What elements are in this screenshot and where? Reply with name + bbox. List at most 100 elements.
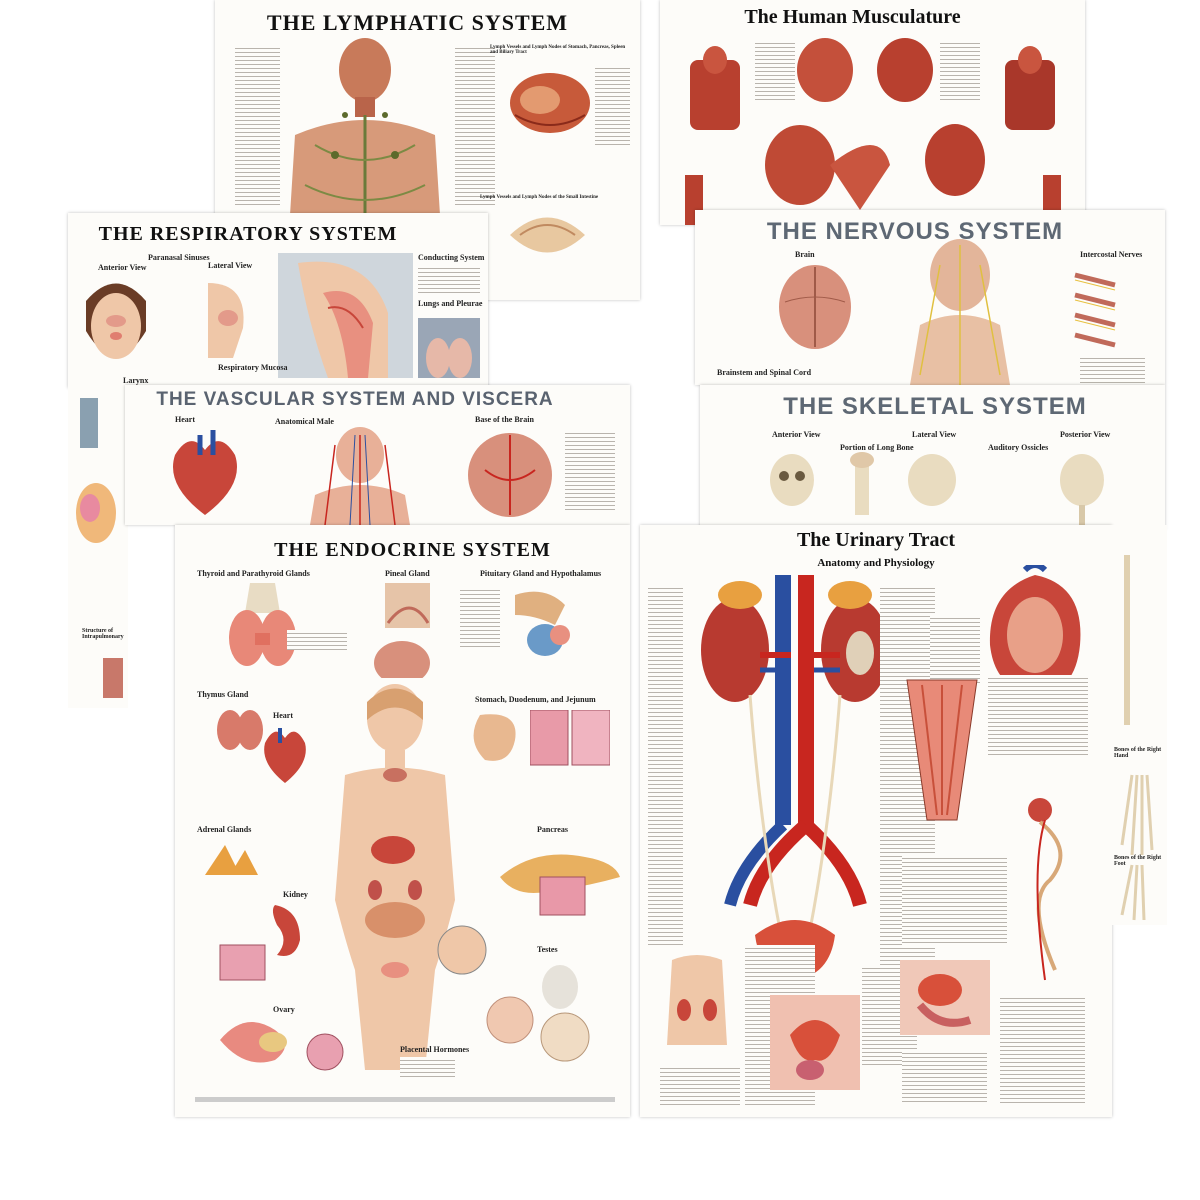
label-column-right: [455, 45, 495, 205]
section-small-intestine-lymph: Lymph Vessels and Lymph Nodes of the Sma…: [480, 195, 599, 200]
larynx-lung-illustration: [76, 398, 123, 698]
pineal-illustration: [374, 583, 430, 678]
brain-illustration: [779, 265, 851, 349]
small-intestine-lymph-illustration: [510, 217, 585, 253]
section-anterior-view: Anterior View: [772, 430, 821, 439]
testes-illustration: [540, 965, 590, 1062]
poster-title: THE NERVOUS SYSTEM: [766, 218, 1064, 245]
section-thymus: Thymus Gland: [197, 690, 249, 699]
poster-title: THE RESPIRATORY SYSTEM: [98, 223, 398, 245]
poster-title: THE LYMPHATIC SYSTEM: [266, 10, 569, 35]
male-pelvis-text: [902, 1050, 987, 1105]
section-heart: Heart: [175, 415, 195, 424]
juxtaglomerular-text: [930, 615, 980, 685]
section-ovary: Ovary: [273, 1005, 295, 1014]
testes-microscopy: [486, 996, 534, 1044]
stomach-microscopy: [530, 710, 610, 766]
section-thyroid: Thyroid and Parathyroid Glands: [197, 569, 310, 578]
urinary-body-text: [902, 855, 1007, 945]
section-brain: Brain: [795, 250, 815, 259]
section-larynx: Larynx: [123, 376, 149, 385]
section-respiratory-mucosa: Respiratory Mucosa: [218, 363, 288, 372]
face-anterior-illustration: [86, 283, 146, 359]
footer-credits: [195, 1097, 615, 1102]
brain-base-illustration: [468, 433, 552, 517]
heart-illustration: [173, 430, 237, 515]
section-anatomical-male: Anatomical Male: [275, 417, 334, 426]
poster-vascular-system: THE VASCULAR SYSTEM AND VISCERA Heart An…: [125, 385, 630, 525]
conducting-system-text: [418, 265, 480, 295]
pituitary-illustration: [515, 591, 570, 656]
torso-illustration: [667, 955, 727, 1045]
section-intercostal-nerves: Intercostal Nerves: [1080, 250, 1143, 259]
poster-endocrine-system: THE ENDOCRINE SYSTEM Thyroid and Parathy…: [175, 525, 630, 1117]
section-paranasal-sinuses: Paranasal Sinuses: [148, 253, 210, 262]
section-adrenal: Adrenal Glands: [197, 825, 252, 834]
poster-title: The Human Musculature: [744, 6, 961, 28]
section-testes: Testes: [537, 945, 558, 954]
section-pituitary: Pituitary Gland and Hypothalamus: [480, 569, 602, 578]
stomach-labels: [595, 65, 630, 145]
adrenal-illustration: [205, 845, 258, 875]
poster-human-musculature: The Human Musculature: [660, 0, 1085, 225]
renal-tube-text: [988, 675, 1088, 755]
thyroid-illustration: [229, 583, 296, 666]
male-pelvis-illustration: [900, 960, 990, 1035]
section-heart: Heart: [273, 711, 293, 720]
section-right-foot: Bones of the Right Foot: [1114, 855, 1162, 867]
pituitary-hormone-labels: [460, 587, 500, 647]
section-right-hand: Bones of the Right Hand: [1114, 747, 1162, 759]
urinary-bottom-text-a: [660, 1065, 740, 1105]
section-lungs-and-pleurae: Lungs and Pleurae: [418, 299, 483, 308]
section-kidney: Kidney: [283, 890, 308, 899]
poster-right-strip: Bones of the Right Hand Bones of the Rig…: [1112, 525, 1167, 925]
pancreas-illustration: [500, 854, 620, 916]
section-conducting-system: Conducting System: [418, 253, 485, 262]
renal-tube-illustration: [906, 679, 978, 821]
poster-title: THE ENDOCRINE SYSTEM: [274, 539, 551, 561]
poster-left-strip: Structure of Intrapulmonary: [68, 388, 128, 708]
anatomical-male-illustration: [310, 427, 410, 525]
section-brainstem: Brainstem and Spinal Cord: [717, 368, 812, 377]
poster-title: THE VASCULAR SYSTEM AND VISCERA: [156, 389, 554, 410]
thyroid-labels: [287, 630, 347, 650]
section-long-bone: Portion of Long Bone: [840, 443, 914, 452]
section-anterior-view: Anterior View: [98, 263, 147, 272]
endocrine-heart-illustration: [264, 728, 306, 783]
section-posterior-view: Posterior View: [1060, 430, 1111, 439]
kidney-section-illustration: [989, 565, 1081, 694]
stomach-lymph-illustration: [510, 73, 590, 133]
skeleton-limb-illustration: [1120, 555, 1154, 921]
urinary-tract-illustration: [701, 575, 889, 980]
poster-skeletal-system: THE SKELETAL SYSTEM Anterior View Portio…: [700, 385, 1165, 530]
poster-nervous-system: THE NERVOUS SYSTEM Brain Intercostal Ner…: [695, 210, 1165, 385]
thymus-illustration: [217, 710, 263, 750]
pelvis-inset: [437, 925, 487, 975]
poster-title: THE SKELETAL SYSTEM: [783, 393, 1087, 420]
urinary-left-labels: [648, 585, 683, 945]
nervous-key-table: [1080, 355, 1145, 383]
musculature-figures: [685, 38, 1061, 225]
lungs-illustration: [418, 318, 480, 378]
skeleton-illustrations: [770, 452, 1104, 530]
kidney-illustration: [219, 905, 300, 981]
face-lateral-illustration: [208, 283, 244, 358]
vascular-labels: [565, 430, 615, 510]
section-base-of-brain: Base of the Brain: [475, 415, 534, 424]
section-auditory-ossicles: Auditory Ossicles: [988, 443, 1049, 452]
section-stomach-lymph: Lymph Vessels and Lymph Nodes of Stomach…: [490, 45, 626, 55]
intercostal-nerves-illustration: [1074, 272, 1116, 348]
poster-subtitle: Anatomy and Physiology: [817, 557, 935, 569]
musculature-labels-a: [755, 40, 795, 100]
nephron-text: [1000, 995, 1085, 1105]
placental-hormone-list: [400, 1057, 455, 1077]
ovary-microscopy: [306, 1033, 344, 1071]
female-figure-illustration: [335, 684, 455, 1070]
poster-respiratory-system: THE RESPIRATORY SYSTEM Anterior View Par…: [68, 213, 488, 388]
label-column-left: [235, 45, 280, 205]
section-lateral-view: Lateral View: [208, 261, 253, 270]
section-stomach-duodenum: Stomach, Duodenum, and Jejunum: [475, 695, 596, 704]
stomach-illustration: [473, 714, 516, 761]
section-intrapulmonary: Structure of Intrapulmonary: [82, 628, 124, 640]
conducting-system-illustration: [278, 253, 413, 378]
